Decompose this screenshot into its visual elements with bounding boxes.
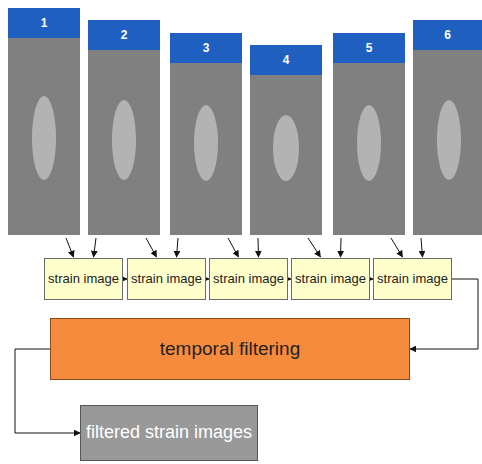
flow-arrow: [308, 238, 321, 257]
image-frame: 6: [413, 20, 482, 235]
image-frame: 4: [250, 45, 322, 235]
flow-arrow: [258, 238, 260, 257]
frame-tab: 6: [413, 20, 482, 50]
flow-arrow: [391, 238, 403, 257]
ultrasound-region: [8, 38, 80, 235]
ultrasound-region: [333, 63, 405, 235]
box-label: strain image: [48, 272, 119, 286]
box-label: filtered strain images: [86, 423, 252, 443]
inclusion-ellipse: [194, 105, 218, 181]
ultrasound-region: [250, 75, 322, 235]
inclusion-ellipse: [437, 100, 461, 180]
image-frame: 2: [88, 20, 160, 235]
frame-number: 1: [41, 16, 48, 30]
frame-number: 5: [366, 41, 373, 55]
strain-image-box: strain image: [291, 258, 370, 300]
output-box: filtered strain images: [80, 405, 258, 461]
ultrasound-region: [88, 50, 160, 235]
frame-tab: 4: [250, 45, 322, 75]
inclusion-ellipse: [357, 105, 381, 181]
flow-arrow: [228, 238, 239, 257]
frame-tab: 3: [170, 33, 242, 63]
box-label: strain image: [213, 272, 284, 286]
strain-image-box: strain image: [373, 258, 452, 300]
flow-arrow: [94, 238, 97, 257]
flow-arrow: [421, 238, 423, 257]
frame-number: 2: [121, 28, 128, 42]
inclusion-ellipse: [32, 96, 56, 180]
frame-number: 6: [444, 28, 451, 42]
process-box: temporal filtering: [50, 318, 410, 380]
strain-image-box: strain image: [209, 258, 288, 300]
strain-image-box: strain image: [127, 258, 206, 300]
frame-number: 3: [203, 41, 210, 55]
ultrasound-region: [413, 50, 482, 235]
ultrasound-region: [170, 63, 242, 235]
flow-arrow: [177, 238, 179, 257]
box-label: strain image: [377, 272, 448, 286]
image-frame: 1: [8, 8, 80, 235]
box-label: strain image: [131, 272, 202, 286]
frame-tab: 2: [88, 20, 160, 50]
flow-arrow: [340, 238, 342, 257]
box-label: temporal filtering: [160, 338, 300, 360]
image-frame: 3: [170, 33, 242, 235]
inclusion-ellipse: [112, 100, 136, 180]
inclusion-ellipse: [273, 115, 299, 181]
strain-image-box: strain image: [44, 258, 123, 300]
frame-tab: 1: [8, 8, 80, 38]
box-label: strain image: [295, 272, 366, 286]
flow-arrow: [146, 238, 157, 257]
frame-number: 4: [283, 53, 290, 67]
image-frame: 5: [333, 33, 405, 235]
frame-tab: 5: [333, 33, 405, 63]
flow-arrow: [66, 238, 74, 257]
